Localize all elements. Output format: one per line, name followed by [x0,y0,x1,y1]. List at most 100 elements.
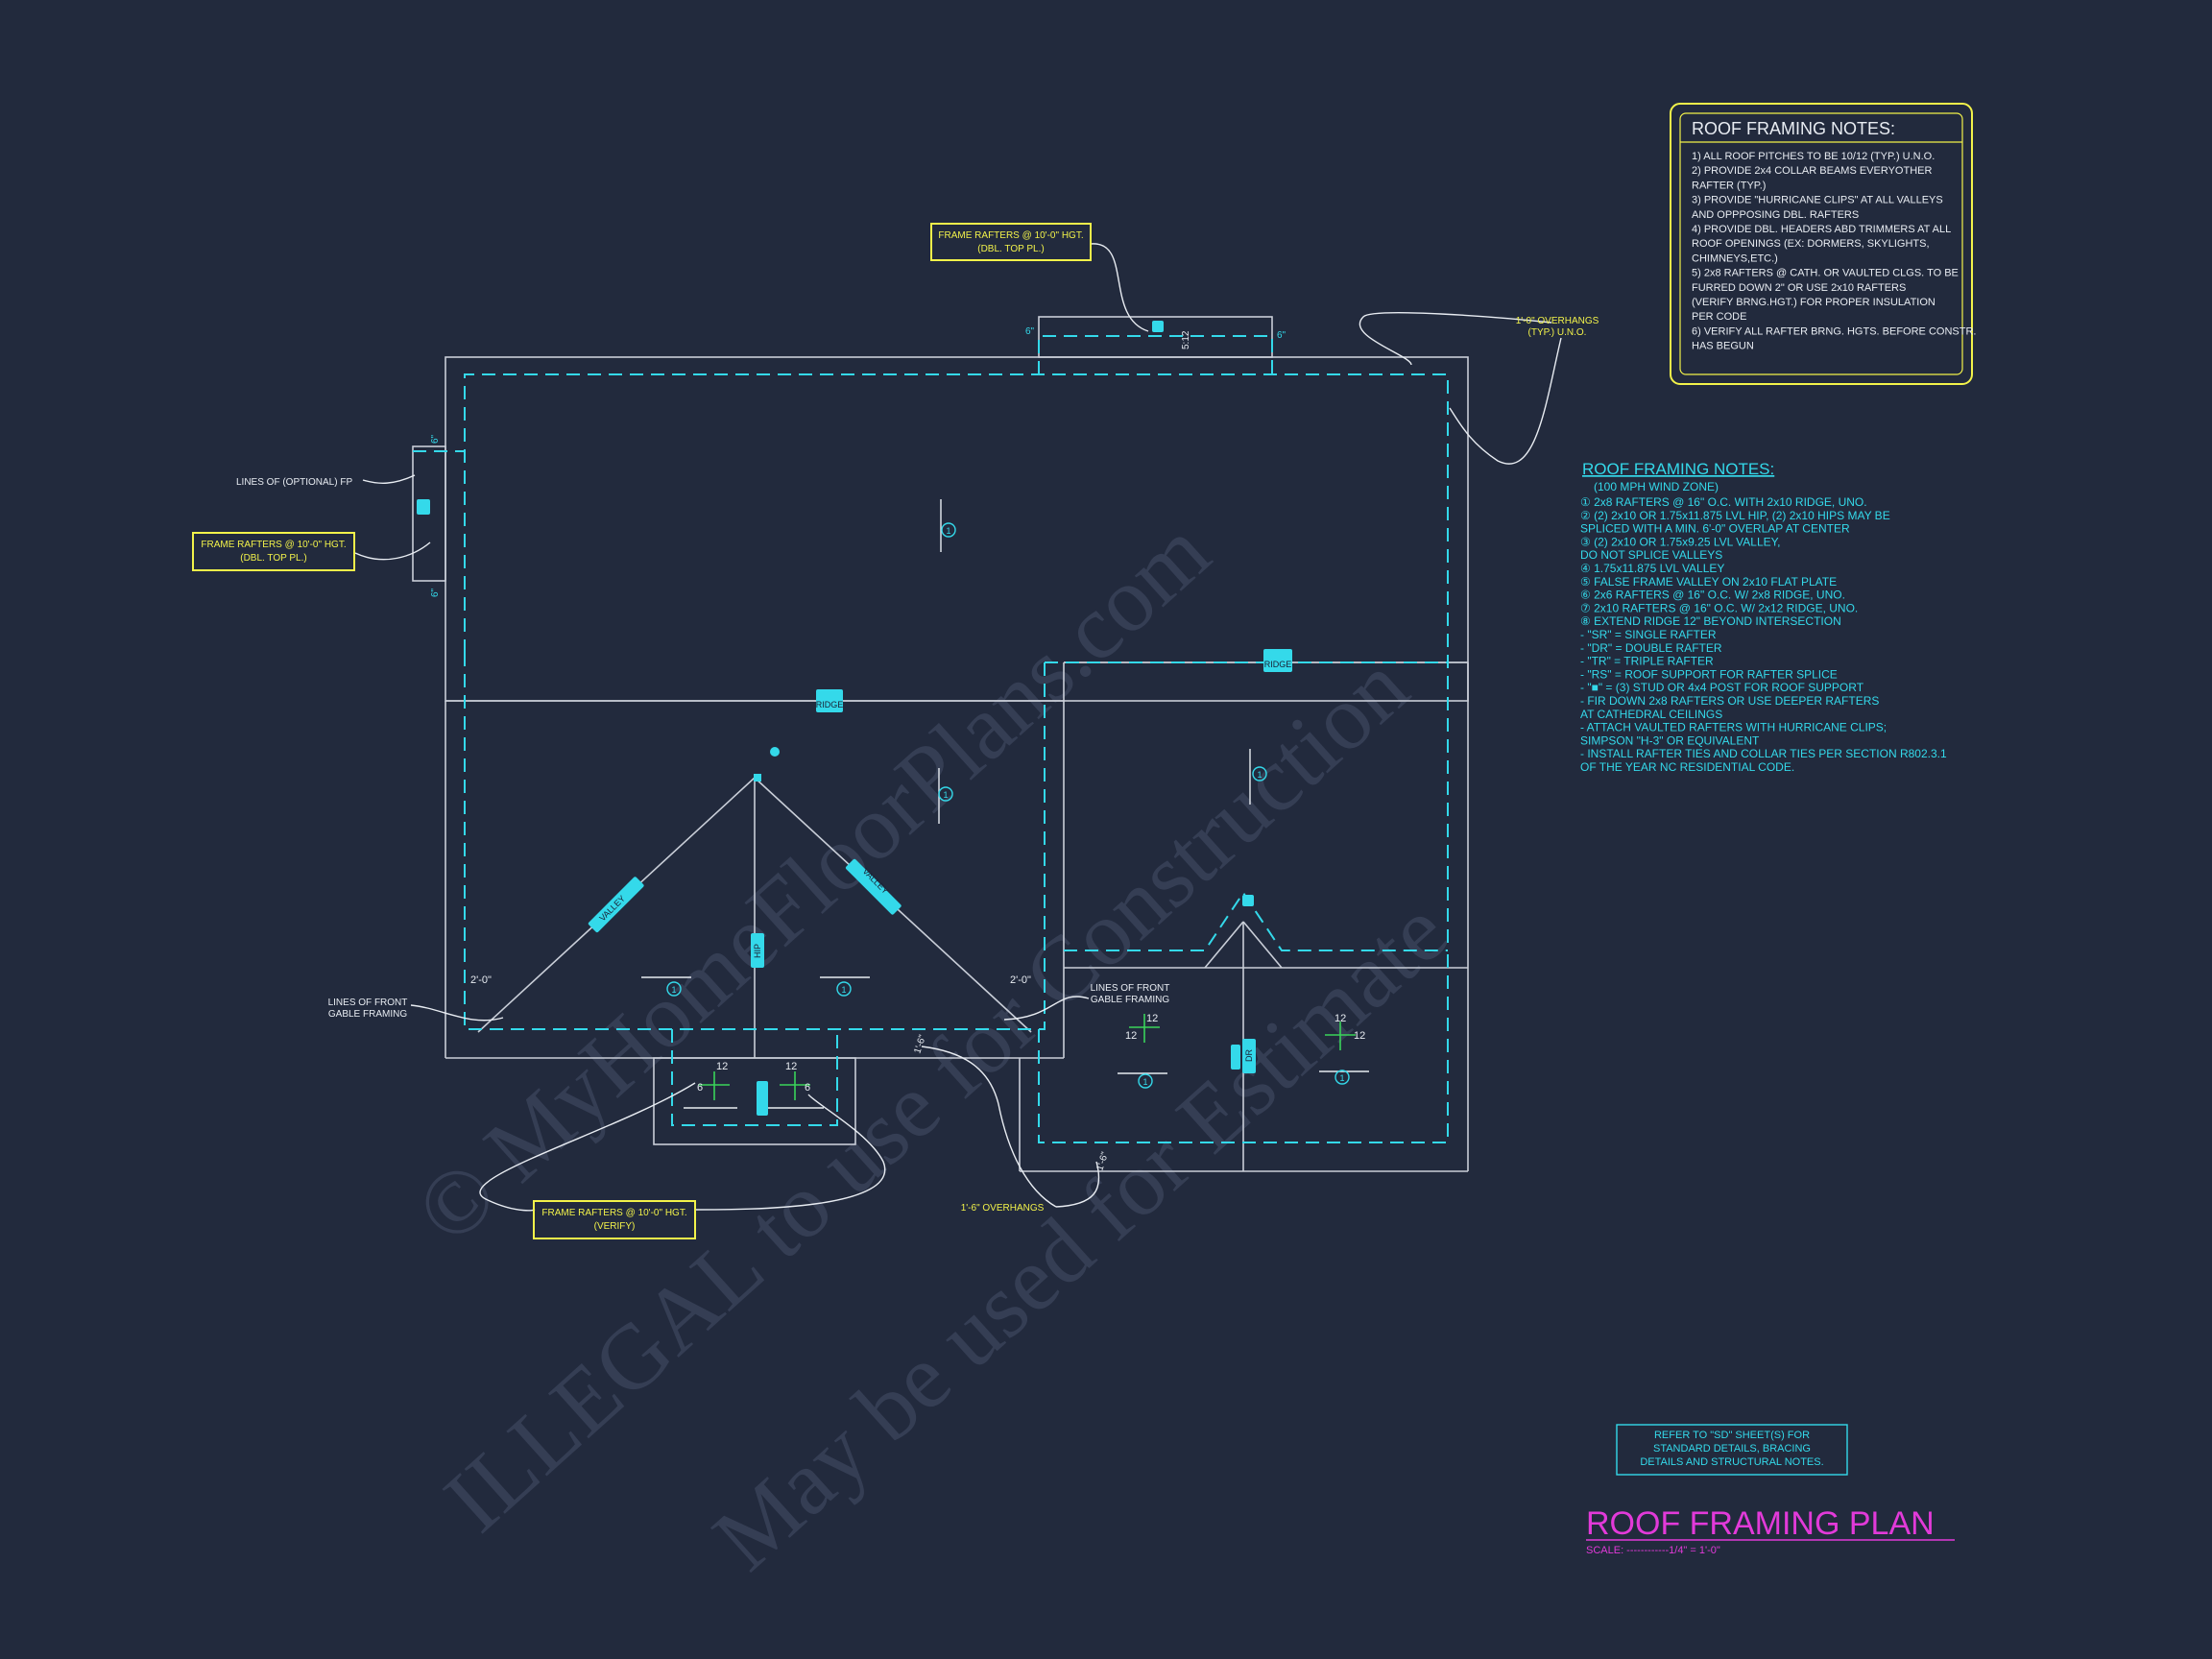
notes-cyan-line-8: ⑥ 2x6 RAFTERS @ 16" O.C. W/ 2x8 RIDGE, U… [1580,589,1845,602]
notes-cyan-line-11: - "SR" = SINGLE RAFTER [1580,628,1717,641]
notes-cyan-line-9: ⑦ 2x10 RAFTERS @ 16" O.C. W/ 2x12 RIDGE,… [1580,601,1858,614]
notes-cyan-line-4: ③ (2) 2x10 OR 1.75x9.25 LVL VALLEY, [1580,535,1780,548]
marker-1-b: 1 [943,790,948,800]
leader-frame-bottom-a [479,1082,696,1212]
notes-yellow-inner [1679,112,1963,375]
leader-frame-top [1090,243,1149,332]
notes-yellow-line-3: RAFTER (TYP.) [1692,180,1766,191]
refer-note: REFER TO "SD" SHEET(S) FOR STANDARD DETA… [1616,1424,1848,1476]
callout-frame-bottom: FRAME RAFTERS @ 10'-0" HGT. (VERIFY) [533,1200,696,1239]
pitch-a-run: 6 [697,1082,703,1094]
label-front-gable-left-2: GABLE FRAMING [328,1009,407,1020]
refer-note-line2: STANDARD DETAILS, BRACING [1653,1443,1811,1455]
ridge-badge-left [816,689,843,712]
notes-cyan-line-7: ⑤ FALSE FRAME VALLEY ON 2x10 FLAT PLATE [1580,575,1837,589]
dim-gable-left: 2'-0" [470,974,492,986]
notes-cyan-line-1: ① 2x8 RAFTERS @ 16" O.C. WITH 2x10 RIDGE… [1580,495,1867,509]
pitch-d-run: 12 [1354,1030,1365,1042]
notes-cyan-line-20: - INSTALL RAFTER TIES AND COLLAR TIES PE… [1580,747,1947,760]
notes-cyan-line-17: AT CATHEDRAL CEILINGS [1580,708,1722,721]
notes-yellow-panel: ROOF FRAMING NOTES: 1) ALL ROOF PITCHES … [1670,103,1976,385]
callout-frame-left-line2: (DBL. TOP PL.) [240,553,306,564]
ridge-badge-right [1263,649,1292,672]
notes-yellow-line-11: (VERIFY BRNG.HGT.) FOR PROPER INSULATION [1692,297,1936,308]
marker-1-c: 1 [1257,770,1262,780]
porch-badge [757,1081,768,1116]
leader-gable-right [1003,996,1090,1021]
notes-yellow-lines: 1) ALL ROOF PITCHES TO BE 10/12 (TYP.) U… [1692,151,1976,352]
notes-cyan-line-5: DO NOT SPLICE VALLEYS [1580,548,1722,562]
label-front-gable-right-2: GABLE FRAMING [1091,995,1169,1005]
label-optional-fp: LINES OF (OPTIONAL) FP [236,477,352,488]
dim-top-right: 6" [1277,330,1286,341]
refer-note-line1: REFER TO "SD" SHEET(S) FOR [1654,1430,1810,1441]
marker-1-a: 1 [946,526,950,536]
pitch-d-rise: 12 [1334,1013,1346,1024]
callout-frame-top-box [930,223,1092,261]
marker-1-g: 1 [1339,1073,1344,1083]
leader-frame-left [354,541,431,561]
callout-frame-left-line1: FRAME RAFTERS @ 10'-0" HGT. [201,540,346,550]
notes-yellow-line-12: PER CODE [1692,311,1746,323]
dim-top-left: 6" [1025,326,1035,337]
top-post-marker [1152,321,1164,332]
main-roof-outline [445,356,1469,702]
top-bump-eave-dash [1038,335,1273,374]
notes-cyan-line-18: - ATTACH VAULTED RAFTERS WITH HURRICANE … [1580,721,1887,734]
dim-left-top: 6" [430,434,441,444]
label-front-gable-left-1: LINES OF FRONT [328,998,408,1008]
refer-note-line3: DETAILS AND STRUCTURAL NOTES. [1640,1456,1823,1468]
callout-frame-top: FRAME RAFTERS @ 10'-0" HGT. (DBL. TOP PL… [930,223,1092,261]
valley-badge-left [588,877,644,933]
notes-cyan-line-13: - "TR" = TRIPLE RAFTER [1580,655,1714,668]
dim-pitch-top: 5:12 [1181,330,1191,349]
dim-left-bottom: 6" [430,588,441,597]
ridge-badge-left-label: RIDGE [816,700,844,709]
eave-lines [413,335,1449,1143]
notes-yellow-line-4: 3) PROVIDE "HURRICANE CLIPS" AT ALL VALL… [1692,195,1943,206]
notes-cyan-title: ROOF FRAMING NOTES: [1582,460,1774,478]
right-gable-valley-r [1242,921,1283,969]
leader-optional-fp [362,474,416,484]
leader-overhang-typ-a [1358,312,1552,366]
refer-note-box [1616,1424,1848,1476]
pitch-b-rise: 12 [785,1061,797,1072]
notes-cyan-subtitle: (100 MPH WIND ZONE) [1594,480,1719,493]
hip-tag-marker [770,747,780,757]
leader-frame-bottom-b [694,1094,886,1211]
right-wing-eave-dash [1038,950,1449,1143]
pitch-b-run: 6 [805,1082,810,1094]
notes-cyan-line-2: ② (2) 2x10 OR 1.75x11.875 LVL HIP, (2) 2… [1580,509,1890,522]
label-front-gable-right-1: LINES OF FRONT [1091,983,1170,994]
notes-yellow-line-5: AND OPPPOSING DBL. RAFTERS [1692,209,1859,221]
notes-cyan-line-12: - "DR" = DOUBLE RAFTER [1580,641,1722,655]
notes-yellow-line-7: ROOF OPENINGS (EX: DORMERS, SKYLIGHTS, [1692,238,1930,250]
leader-lines [354,243,1562,1212]
optional-fp-outline [412,445,446,582]
rafter-direction-markers: 1 1 1 1 1 1 1 RIDGE RIDGE HIP DR VALLEY … [417,321,1369,1116]
callout-frame-left: FRAME RAFTERS @ 10'-0" HGT. (DBL. TOP PL… [192,532,355,571]
pitch-marks [699,1014,1356,1100]
notes-yellow-line-8: CHIMNEYS,ETC.) [1692,252,1778,264]
label-overhang-typ-2: (TYP.) U.N.O. [1528,327,1587,338]
marker-1-d: 1 [671,985,676,995]
right-gable-dash [1064,891,1448,951]
ridge-badge-right-label: RIDGE [1264,660,1292,669]
right-gable-valley-l [1204,921,1244,969]
pitch-a-rise: 12 [716,1061,728,1072]
callout-frame-left-box [192,532,355,571]
notes-cyan-line-15: - "■" = (3) STUD OR 4x4 POST FOR ROOF SU… [1580,681,1864,694]
callout-frame-bottom-line1: FRAME RAFTERS @ 10'-0" HGT. [541,1208,686,1218]
notes-yellow-line-9: 5) 2x8 RAFTERS @ CATH. OR VAULTED CLGS. … [1692,268,1959,279]
leader-overhang-a [921,1046,1057,1208]
label-overhang-1-6: 1'-6" OVERHANGS [961,1203,1045,1214]
label-overhang-typ-1: 1'-0" OVERHANGS [1516,316,1599,326]
notes-cyan-panel: ROOF FRAMING NOTES: (100 MPH WIND ZONE) … [1580,460,1947,774]
notes-yellow-line-1: 1) ALL ROOF PITCHES TO BE 10/12 (TYP.) U… [1692,151,1935,162]
callout-frame-bottom-box [533,1200,696,1239]
notes-cyan-line-14: - "RS" = ROOF SUPPORT FOR RAFTER SPLICE [1580,667,1838,681]
notes-yellow-line-14: HAS BEGUN [1692,341,1754,352]
dr-badge-right [1242,1039,1256,1073]
hip-post-marker [754,774,761,781]
